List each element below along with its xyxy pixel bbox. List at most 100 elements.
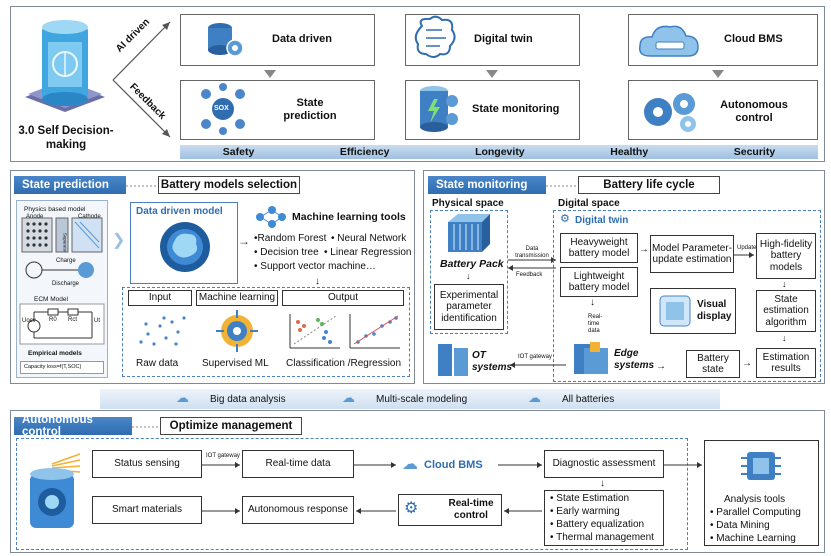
cloud-bms-label: Cloud BMS bbox=[424, 459, 483, 471]
control-flow-box bbox=[16, 438, 688, 550]
digital-twin-label: Digital twin bbox=[575, 215, 629, 226]
model-param-box: Model Parameter-update estimation bbox=[650, 235, 734, 273]
ot-server-icon bbox=[438, 344, 468, 376]
cloud-icon: ☁ bbox=[176, 390, 189, 405]
machine-learning-header: Machine learning bbox=[196, 290, 278, 306]
data-driven-label: Data driven bbox=[272, 33, 332, 45]
smart-materials-box: Smart materials bbox=[92, 496, 202, 524]
autonomous-control-label: Autonomous control bbox=[720, 99, 788, 125]
ml-pipeline-box bbox=[122, 287, 410, 377]
data-transmission-label: Data transmission bbox=[515, 246, 549, 260]
ml-item: • Linear Regression bbox=[324, 247, 412, 258]
physical-space-label: Physical space bbox=[432, 198, 504, 209]
middle-bar-item: Big data analysis bbox=[210, 394, 286, 405]
separator-label: Separator bbox=[62, 232, 68, 253]
supervised-ml-label: Supervised ML bbox=[202, 358, 269, 369]
optimize-management-title: Optimize management bbox=[160, 417, 302, 435]
analysis-tools-label: Analysis tools bbox=[724, 494, 786, 505]
analysis-item: • Parallel Computing bbox=[710, 507, 801, 518]
input-header: Input bbox=[128, 290, 192, 306]
bar-item: Longevity bbox=[475, 146, 525, 158]
cloud-icon: ☁ bbox=[342, 390, 355, 405]
ecm-model-label: ECM Model bbox=[34, 296, 68, 303]
tab-connector bbox=[132, 426, 158, 428]
charge-label: Charge bbox=[56, 258, 76, 264]
r0-label: R0 bbox=[49, 317, 57, 323]
ml-item: •Random Forest bbox=[254, 233, 327, 244]
output-header: Output bbox=[282, 290, 404, 306]
battery-state-box: Battery state bbox=[686, 350, 740, 378]
chip-icon bbox=[741, 452, 781, 480]
cathode-label: Cathode bbox=[78, 214, 101, 220]
edge-systems-label: Edge systems bbox=[614, 348, 655, 371]
heavyweight-box: Heavyweight battery model bbox=[560, 233, 638, 263]
empirical-models-label: Empirical models bbox=[28, 350, 82, 357]
rct-label: Rct bbox=[68, 317, 77, 323]
state-prediction-label: State prediction bbox=[283, 97, 337, 123]
chevron-right-icon: ❯ bbox=[112, 232, 126, 249]
qualities-bar: Safety Efficiency Longevity Healthy Secu… bbox=[180, 145, 818, 159]
ml-item: • Decision tree bbox=[254, 247, 319, 258]
ml-item: • Support vector machine… bbox=[254, 261, 376, 272]
autonomous-control-panel bbox=[10, 410, 825, 553]
state-monitoring-label: State monitoring bbox=[472, 103, 560, 115]
bullet-item: • Early warming bbox=[550, 506, 620, 517]
data-driven-model-box bbox=[130, 202, 238, 284]
iot-gateway-label: IOT gateway bbox=[206, 453, 240, 459]
flow-arrow bbox=[498, 462, 542, 468]
center-title: 3.0 Self Decision-making bbox=[18, 125, 114, 151]
arrow-right: → bbox=[742, 358, 752, 369]
exp-param-box: Experimental parameter identification bbox=[434, 284, 504, 330]
arrow-down-thin: ↓ bbox=[590, 297, 595, 308]
anode-label: Anode bbox=[26, 214, 44, 220]
diagnostic-box: Diagnostic assessment bbox=[544, 450, 664, 478]
sox-label: SOX bbox=[214, 105, 229, 112]
middle-bar-item: Multi-scale modeling bbox=[376, 394, 468, 405]
ml-item: • Neural Network bbox=[331, 233, 407, 244]
real-time-control-label: Real-time control bbox=[448, 498, 494, 521]
high-fidelity-box: High-fidelity battery models bbox=[756, 233, 816, 279]
transmission-feedback-label: Feedback bbox=[516, 272, 543, 278]
capacity-formula: Capacity loss=f(T,SOC) bbox=[24, 364, 82, 370]
ml-nodes-icon bbox=[256, 206, 286, 228]
arrow-down-thin: ↓ bbox=[466, 271, 471, 281]
raw-data-label: Raw data bbox=[136, 358, 179, 369]
arrow-right: → bbox=[238, 234, 250, 248]
tab-connector bbox=[546, 185, 576, 187]
digital-twin-label: Digital twin bbox=[474, 33, 533, 45]
physics-model-label: Physics based model bbox=[24, 206, 86, 213]
visual-display-box bbox=[650, 288, 736, 334]
bar-item: Safety bbox=[222, 146, 255, 158]
arrow-down-thin: ↓ bbox=[782, 279, 787, 289]
flow-arrow-left bbox=[504, 508, 542, 514]
data-driven-model-label: Data driven model bbox=[136, 206, 223, 217]
supervised-ml-icon bbox=[216, 310, 258, 352]
autonomous-control-tab: Autonomous control bbox=[14, 414, 132, 438]
state-prediction-tab: State prediction bbox=[14, 176, 126, 194]
arrow-right: → bbox=[656, 361, 666, 372]
battery-sensing-icon bbox=[30, 453, 81, 528]
estimation-results-box: Estimation results bbox=[756, 348, 816, 378]
cloud-icon bbox=[638, 25, 699, 57]
arrow-right: → bbox=[639, 244, 649, 255]
analysis-item: • Data Mining bbox=[710, 520, 770, 531]
discharge-label: Discharge bbox=[52, 281, 80, 287]
cloud-icon: ☁ bbox=[528, 390, 541, 405]
real-time-control-box bbox=[398, 494, 502, 526]
digital-twin-box bbox=[553, 210, 821, 382]
ut-label: Ut bbox=[94, 318, 100, 324]
physical-space-box bbox=[430, 210, 508, 334]
bullet-item: • Thermal management bbox=[550, 532, 654, 543]
display-icon bbox=[659, 295, 691, 327]
brain-globe-icon bbox=[160, 222, 210, 272]
edge-server-icon bbox=[574, 342, 608, 374]
raw-data-scatter bbox=[139, 316, 186, 346]
tab-connector bbox=[126, 185, 156, 187]
flow-arrow bbox=[664, 462, 702, 468]
visual-display-label: Visual display bbox=[697, 299, 732, 322]
iot-gateway-arrow bbox=[510, 362, 566, 368]
state-estimation-box: State estimation algorithm bbox=[756, 290, 816, 332]
cloud-bms-icon: ☁ bbox=[402, 456, 418, 473]
bar-item: Security bbox=[733, 146, 776, 158]
ai-feedback-arrows bbox=[112, 21, 171, 138]
